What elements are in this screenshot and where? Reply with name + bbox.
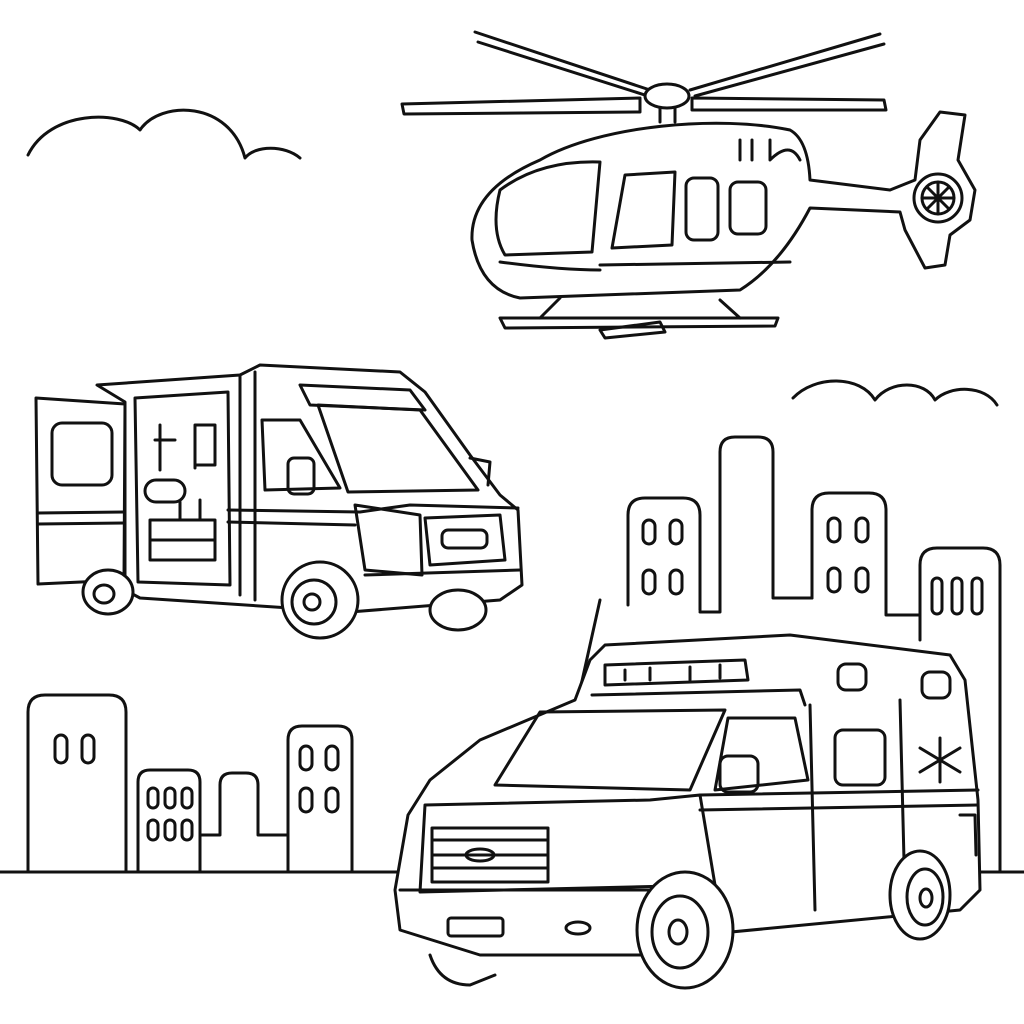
helicopter — [400, 30, 977, 340]
cloud-right — [791, 379, 999, 407]
cloud-left — [26, 108, 302, 160]
ambulance-open-door — [34, 363, 524, 640]
star-of-life-icon — [918, 736, 962, 784]
ambulance-front — [393, 633, 982, 990]
buildings-left — [26, 693, 354, 874]
buildings-right — [578, 435, 1002, 874]
